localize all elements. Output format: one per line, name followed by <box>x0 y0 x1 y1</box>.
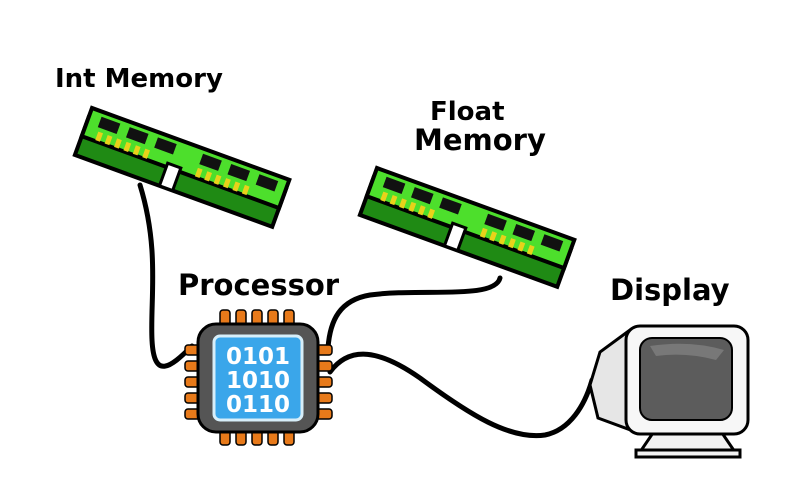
chip-binary-line-3: 0110 <box>226 392 290 418</box>
label-display: Display <box>610 273 730 307</box>
monitor-screen <box>639 337 733 421</box>
chip-binary-line-2: 1010 <box>226 368 290 394</box>
monitor-icon <box>588 324 750 459</box>
processor-chip-icon: 0101 1010 0110 <box>184 309 333 446</box>
chip-binary-line-1: 0101 <box>226 344 290 370</box>
label-int-memory: Int Memory <box>55 64 223 94</box>
label-float-memory-line-2: Memory <box>414 123 546 157</box>
wires <box>137 182 595 439</box>
int-memory-ram-module <box>72 105 292 230</box>
float-memory-ram-module <box>357 165 577 290</box>
ram-module-icon <box>357 165 577 290</box>
wire-float-memory-to-processor <box>325 275 503 351</box>
chip-screen <box>212 334 304 422</box>
wire-int-memory-to-processor <box>137 182 195 369</box>
label-float-memory-line-1: Float <box>430 97 505 127</box>
label-processor: Processor <box>178 268 340 302</box>
wire-processor-to-display <box>327 351 595 439</box>
ram-module-icon <box>72 105 292 230</box>
